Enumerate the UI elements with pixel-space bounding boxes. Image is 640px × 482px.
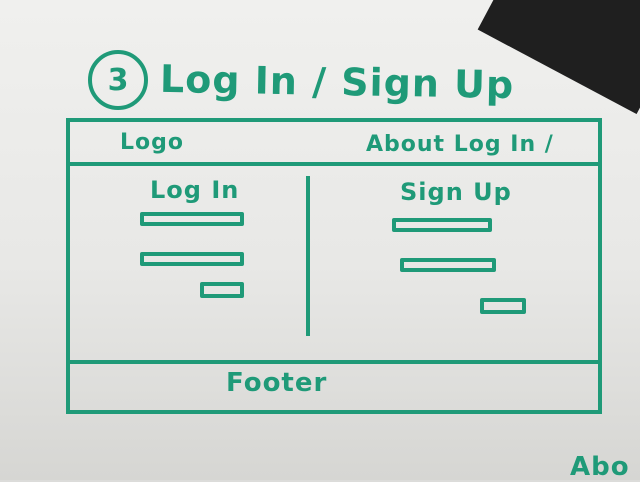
page-wireframe: Logo About Log In / Log In Sign Up Foote… xyxy=(66,118,602,414)
wireframe-footer: Footer xyxy=(70,360,598,410)
login-password-field[interactable] xyxy=(140,252,244,266)
column-divider xyxy=(306,176,310,336)
login-title: Log In xyxy=(150,176,240,204)
logo[interactable]: Logo xyxy=(120,130,184,155)
corner-scribble: Abo xyxy=(570,452,630,482)
step-number: 3 xyxy=(107,62,129,98)
signup-submit-button[interactable] xyxy=(480,298,526,314)
signup-title: Sign Up xyxy=(400,178,512,206)
step-number-badge: 3 xyxy=(88,50,148,110)
footer-label: Footer xyxy=(226,368,328,398)
nav-links[interactable]: About Log In / xyxy=(366,132,554,157)
wireframe-header: Logo About Log In / xyxy=(70,122,598,166)
signup-username-field[interactable] xyxy=(392,218,492,232)
login-submit-button[interactable] xyxy=(200,282,244,298)
diagram-title: Log In / Sign Up xyxy=(159,56,515,108)
signup-password-field[interactable] xyxy=(400,258,496,272)
login-username-field[interactable] xyxy=(140,212,244,226)
